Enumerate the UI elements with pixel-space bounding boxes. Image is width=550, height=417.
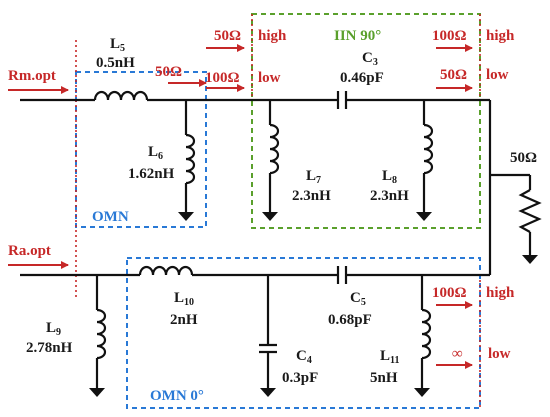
z50-mid-value: 50Ω [155, 64, 182, 80]
bottom-branch [20, 265, 490, 397]
omn-0-label: OMN 0° [150, 388, 204, 404]
ground-icon [262, 212, 278, 221]
c4-value: 0.3pF [282, 370, 318, 386]
c3-label: C3 [362, 50, 378, 68]
inductor-l9 [96, 308, 107, 360]
inductor-l11 [421, 308, 432, 360]
l5-value: 0.5nH [96, 55, 135, 71]
c4-label: C4 [296, 348, 312, 366]
impedance-arrows [8, 44, 473, 369]
ground-icon [416, 212, 432, 221]
load-value: 50Ω [510, 150, 537, 166]
z50-low-top-value: 50Ω [440, 67, 467, 83]
c3-value: 0.46pF [340, 70, 384, 86]
inductor-l6 [185, 133, 196, 185]
high-bottom: high [486, 285, 515, 301]
load-branch [488, 100, 542, 275]
high-top-right: high [486, 28, 515, 44]
omn-top-label: OMN [92, 209, 129, 225]
l11-value: 5nH [370, 370, 398, 386]
ground-icon [414, 388, 430, 397]
l8-value: 2.3nH [370, 188, 409, 204]
rm-opt-label: Rm.opt [8, 68, 56, 84]
omn-top-box [75, 71, 207, 228]
l6-value: 1.62nH [128, 166, 175, 182]
iin-90-label: IIN 90° [334, 28, 381, 44]
l7-label: L7 [306, 168, 321, 186]
z100-high-bottom-value: 100Ω [432, 285, 467, 301]
omn-0-box [126, 257, 481, 409]
l9-value: 2.78nH [26, 340, 73, 356]
l8-label: L8 [382, 168, 397, 186]
c5-value: 0.68pF [328, 312, 372, 328]
l10-label: L10 [174, 290, 194, 308]
infinity-value: ∞ [452, 346, 463, 362]
z50-high-value: 50Ω [214, 28, 241, 44]
l7-value: 2.3nH [292, 188, 331, 204]
ground-icon [260, 388, 276, 397]
inductor-l7 [269, 123, 280, 175]
inductor-l8 [423, 123, 434, 175]
z100-high-top-value: 100Ω [432, 28, 467, 44]
iin-90-box [251, 13, 481, 229]
l6-label: L6 [148, 144, 163, 162]
top-branch [20, 90, 490, 221]
ground-icon [178, 212, 194, 221]
ra-opt-label: Ra.opt [8, 243, 51, 259]
inductor-l5 [93, 90, 149, 101]
resistor-load [518, 189, 542, 233]
c5-label: C5 [350, 290, 366, 308]
low-bottom: low [488, 346, 511, 362]
l5-label: L5 [110, 36, 125, 54]
l9-label: L9 [46, 320, 61, 338]
l11-label: L11 [380, 348, 399, 366]
ground-icon [89, 388, 105, 397]
low-top-right: low [486, 67, 509, 83]
z100-low-value: 100Ω [205, 70, 240, 86]
low-mid: low [258, 70, 281, 86]
high-top-left: high [258, 28, 287, 44]
l10-value: 2nH [170, 312, 198, 328]
ground-icon [522, 255, 538, 264]
inductor-l10 [138, 265, 194, 276]
